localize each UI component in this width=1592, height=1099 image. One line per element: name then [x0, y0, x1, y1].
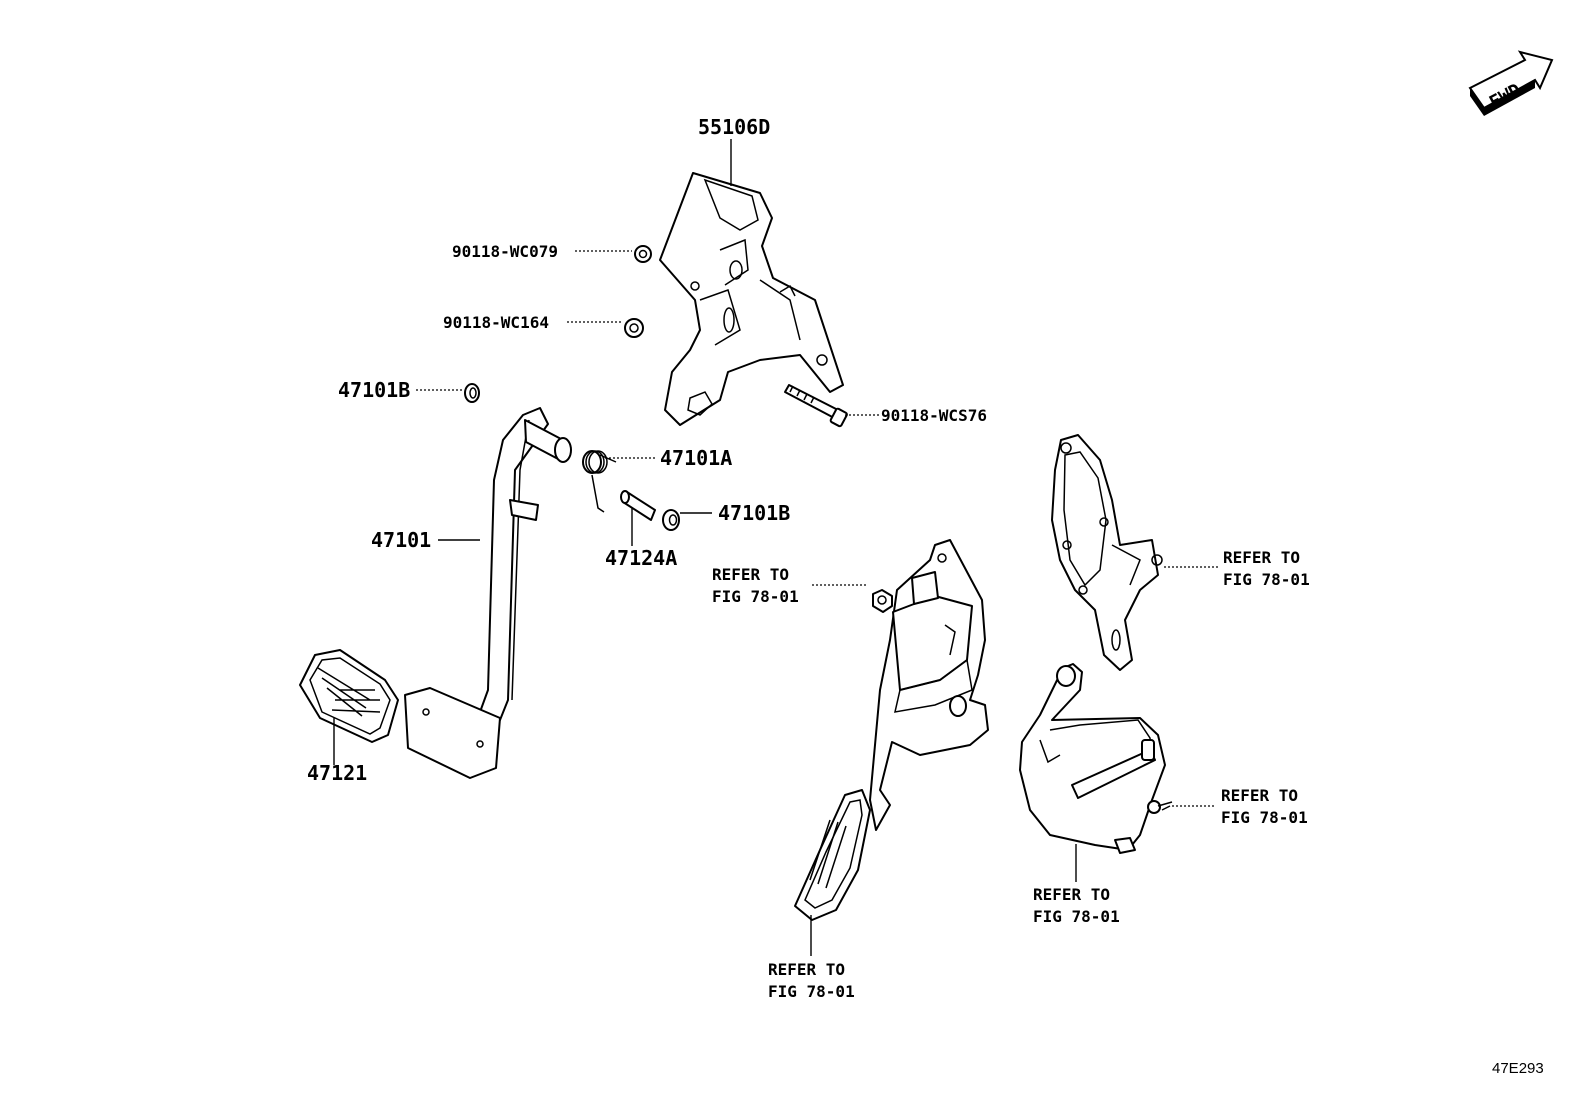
screw-lower-right — [1147, 800, 1173, 814]
refer-label-screw: REFER TO FIG 78-01 — [1221, 786, 1308, 827]
label-47101b-mid: 47101B — [718, 501, 790, 525]
label-47124a: 47124A — [605, 546, 677, 570]
refer-line1: REFER TO — [1033, 885, 1110, 904]
return-spring-47101a — [582, 450, 617, 513]
refer-label-cover: REFER TO FIG 78-01 — [1033, 885, 1120, 926]
pedal-bracket-55106d — [659, 172, 844, 426]
refer-line1: REFER TO — [1221, 786, 1298, 805]
refer-line2: FIG 78-01 — [1033, 907, 1120, 926]
label-90118-wcs76: 90118-WCS76 — [881, 406, 987, 425]
pedal-pad-47121 — [299, 649, 399, 743]
part-labels: 55106D 90118-WC079 90118-WC164 47101B 90… — [307, 115, 987, 785]
nut-90118-wc079 — [634, 245, 652, 263]
accelerator-pedal-assembly — [794, 539, 989, 921]
refer-label-accel-pedal: REFER TO FIG 78-01 — [768, 960, 855, 1001]
label-90118-wc079: 90118-WC079 — [452, 242, 558, 261]
label-47101b-top: 47101B — [338, 378, 410, 402]
refer-labels: REFER TO FIG 78-01 REFER TO FIG 78-01 RE… — [712, 548, 1310, 1001]
refer-line1: REFER TO — [768, 960, 845, 979]
bushing-47101b-mid — [662, 509, 680, 531]
upper-right-bracket — [1051, 434, 1163, 671]
leader-lines — [333, 139, 1218, 956]
refer-line2: FIG 78-01 — [712, 587, 799, 606]
bolt-90118-wcs76 — [784, 384, 848, 428]
collar-47124a — [620, 490, 656, 521]
diagram-code: 47E293 — [1492, 1060, 1544, 1077]
brake-pedal-arm-47101 — [404, 407, 572, 779]
lower-right-cover — [1019, 663, 1166, 854]
accel-nut — [872, 589, 893, 613]
bushing-47101b-top — [464, 383, 480, 403]
refer-line1: REFER TO — [712, 565, 789, 584]
refer-line2: FIG 78-01 — [1223, 570, 1310, 589]
label-47101a: 47101A — [660, 446, 732, 470]
label-55106d: 55106D — [698, 115, 770, 139]
label-90118-wc164: 90118-WC164 — [443, 313, 549, 332]
label-47101: 47101 — [371, 528, 431, 552]
refer-line1: REFER TO — [1223, 548, 1300, 567]
refer-label-upper-bracket: REFER TO FIG 78-01 — [1223, 548, 1310, 589]
refer-label-accel-nut: REFER TO FIG 78-01 — [712, 565, 799, 606]
refer-line2: FIG 78-01 — [1221, 808, 1308, 827]
fwd-arrow-icon: FWD — [1468, 50, 1554, 116]
label-47121: 47121 — [307, 761, 367, 785]
refer-line2: FIG 78-01 — [768, 982, 855, 1001]
nut-90118-wc164 — [624, 318, 644, 338]
